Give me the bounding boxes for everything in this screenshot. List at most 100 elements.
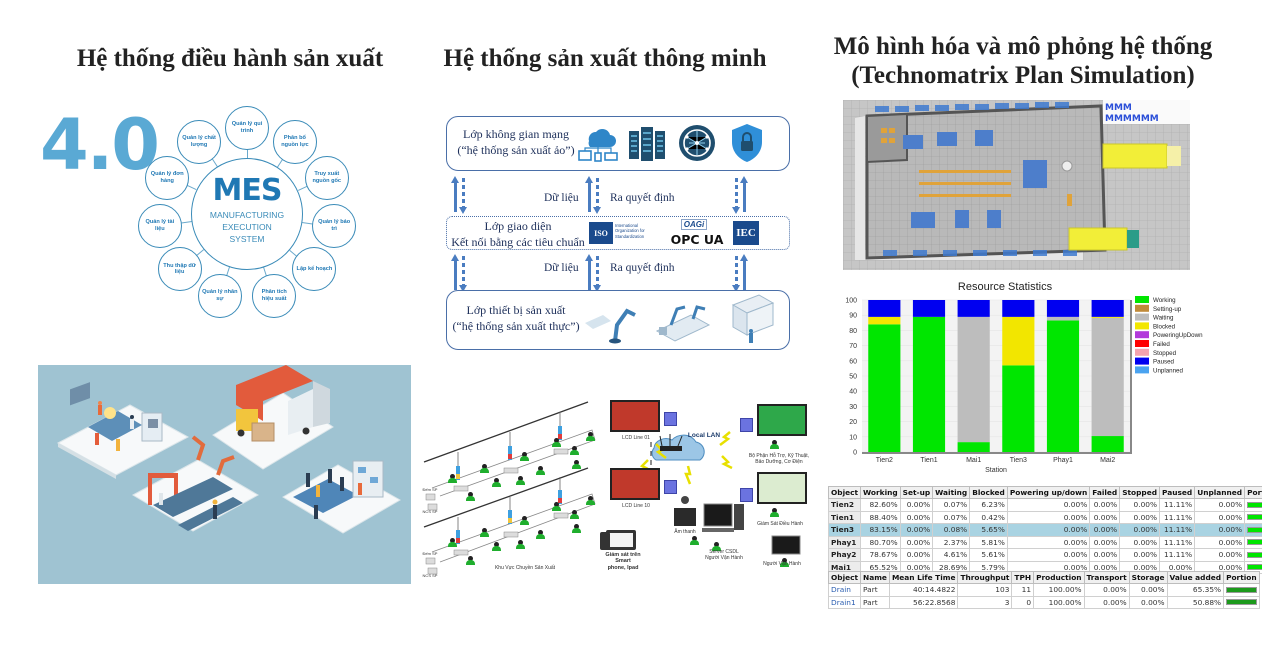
working-cell: 82.60% <box>860 498 901 512</box>
y-tick-label: 0 <box>853 450 857 457</box>
worker-icon <box>586 496 595 505</box>
lcd-line-10-label: LCD Line 10 <box>622 503 650 509</box>
object-link[interactable]: Drain <box>827 583 862 597</box>
object-cell[interactable]: Tien3 <box>827 523 862 537</box>
smart-factory-illustration <box>38 365 411 584</box>
powering-cell: 0.00% <box>1006 498 1091 512</box>
y-tick-label: 10 <box>849 434 857 441</box>
opc-ua-logo: OPC UA <box>670 231 724 247</box>
y-tick-label: 70 <box>849 343 857 350</box>
bar-segment-paused-phay1 <box>1046 300 1080 317</box>
column-header[interactable]: Value added <box>1166 571 1225 584</box>
worker-icon <box>572 460 581 469</box>
name-cell: Part <box>860 583 890 597</box>
legend-swatch <box>1135 296 1149 303</box>
column-header[interactable]: Failed <box>1089 486 1121 499</box>
y-tick-label: 90 <box>849 313 857 320</box>
working-cell: 78.67% <box>860 548 901 562</box>
failed-cell: 0.00% <box>1089 510 1121 524</box>
smart-manufacturing-title: Hệ thống sản xuất thông minh <box>443 45 767 72</box>
working-cell: 80.70% <box>860 535 901 549</box>
object-cell[interactable]: Tien2 <box>827 498 862 512</box>
worker-icon <box>492 478 501 487</box>
portion-bar <box>1226 599 1257 606</box>
stopped-cell: 0.00% <box>1119 510 1161 524</box>
portion-bar <box>1247 526 1262 533</box>
object-cell[interactable]: Tien1 <box>827 510 862 524</box>
production-area-label: Khu Vực Chuyền Sản Xuất <box>494 565 556 571</box>
mes-center-title: MES <box>212 173 283 208</box>
column-header[interactable]: Throughput <box>957 571 1013 584</box>
column-header[interactable]: Unplanned <box>1194 486 1246 499</box>
iec-logo: IEC <box>733 221 759 245</box>
value-added-cell: 65.35% <box>1166 583 1225 597</box>
waiting-cell: 0.07% <box>932 498 971 512</box>
column-header[interactable]: Working <box>860 486 901 499</box>
column-header[interactable]: Mean Life Time <box>888 571 959 584</box>
column-header[interactable]: Waiting <box>932 486 971 499</box>
failed-cell: 0.00% <box>1089 548 1121 562</box>
column-header[interactable]: Storage <box>1128 571 1168 584</box>
cloud-devices-icon <box>575 125 621 165</box>
column-header[interactable]: Object <box>827 486 862 499</box>
column-header[interactable]: TPH <box>1011 571 1035 584</box>
column-header[interactable]: Paused <box>1159 486 1196 499</box>
bar-segment-working-phay1 <box>1046 320 1080 452</box>
bar-segment-blocked-tien2 <box>868 316 901 325</box>
decision-arrow-down-center <box>593 178 601 214</box>
column-header[interactable]: Powering up/down <box>1006 486 1091 499</box>
storage-cell: 0.00% <box>1128 583 1168 597</box>
sound-label: Âm thanh <box>674 529 696 535</box>
bar-segment-paused-tien3 <box>1002 300 1035 317</box>
object-cell[interactable]: Mai1 <box>827 560 862 574</box>
blocked-cell: 5.81% <box>969 535 1008 549</box>
bar-segment-waiting-mai2 <box>1091 317 1124 437</box>
neural-network-icon <box>677 123 717 163</box>
setup-cell: 0.00% <box>899 523 934 537</box>
mes-node: Phân tích hiệu suất <box>252 274 297 319</box>
column-header[interactable]: Portion <box>1244 486 1262 499</box>
portion-segment <box>1248 565 1262 570</box>
object-cell[interactable]: Phay1 <box>827 535 862 549</box>
throughput-cell: 103 <box>957 583 1013 597</box>
column-header[interactable]: Blocked <box>969 486 1008 499</box>
column-header[interactable]: Portion <box>1223 571 1260 584</box>
column-header[interactable]: Transport <box>1083 571 1130 584</box>
waiting-cell: 4.61% <box>932 548 971 562</box>
failed-cell: 0.00% <box>1089 535 1121 549</box>
paused-cell: 11.11% <box>1159 498 1196 512</box>
object-link[interactable]: Drain1 <box>827 595 862 609</box>
portion-cell <box>1244 498 1262 512</box>
working-cell: 83.15% <box>860 523 901 537</box>
object-cell[interactable]: Phay2 <box>827 548 862 562</box>
column-header[interactable]: Stopped <box>1119 486 1161 499</box>
data-arrow-up-left <box>451 176 459 212</box>
worker-icon <box>448 474 457 483</box>
powering-cell: 0.00% <box>1006 523 1091 537</box>
stopped-cell: 0.00% <box>1119 535 1161 549</box>
legend-label: Unplanned <box>1153 367 1183 374</box>
x-tick-label: Tien1 <box>920 457 937 464</box>
data-arrow-up-center-2 <box>585 254 593 290</box>
column-header[interactable]: Name <box>860 571 890 584</box>
portion-segment <box>1227 587 1256 592</box>
production-lines-drawing <box>423 401 801 575</box>
stopped-cell: 0.00% <box>1119 548 1161 562</box>
cyber-layer-box: Lớp không gian mạng (“hệ thống sản xuất … <box>446 116 790 171</box>
setup-cell: 0.00% <box>899 510 934 524</box>
column-header[interactable]: Set-up <box>899 486 934 499</box>
column-header[interactable]: Production <box>1033 571 1085 584</box>
column-header[interactable]: Object <box>827 571 862 584</box>
data-arrow-up-right-2 <box>740 254 748 290</box>
bar-segment-working-tien3 <box>1002 365 1035 452</box>
iso-logo: ISO <box>589 222 613 244</box>
